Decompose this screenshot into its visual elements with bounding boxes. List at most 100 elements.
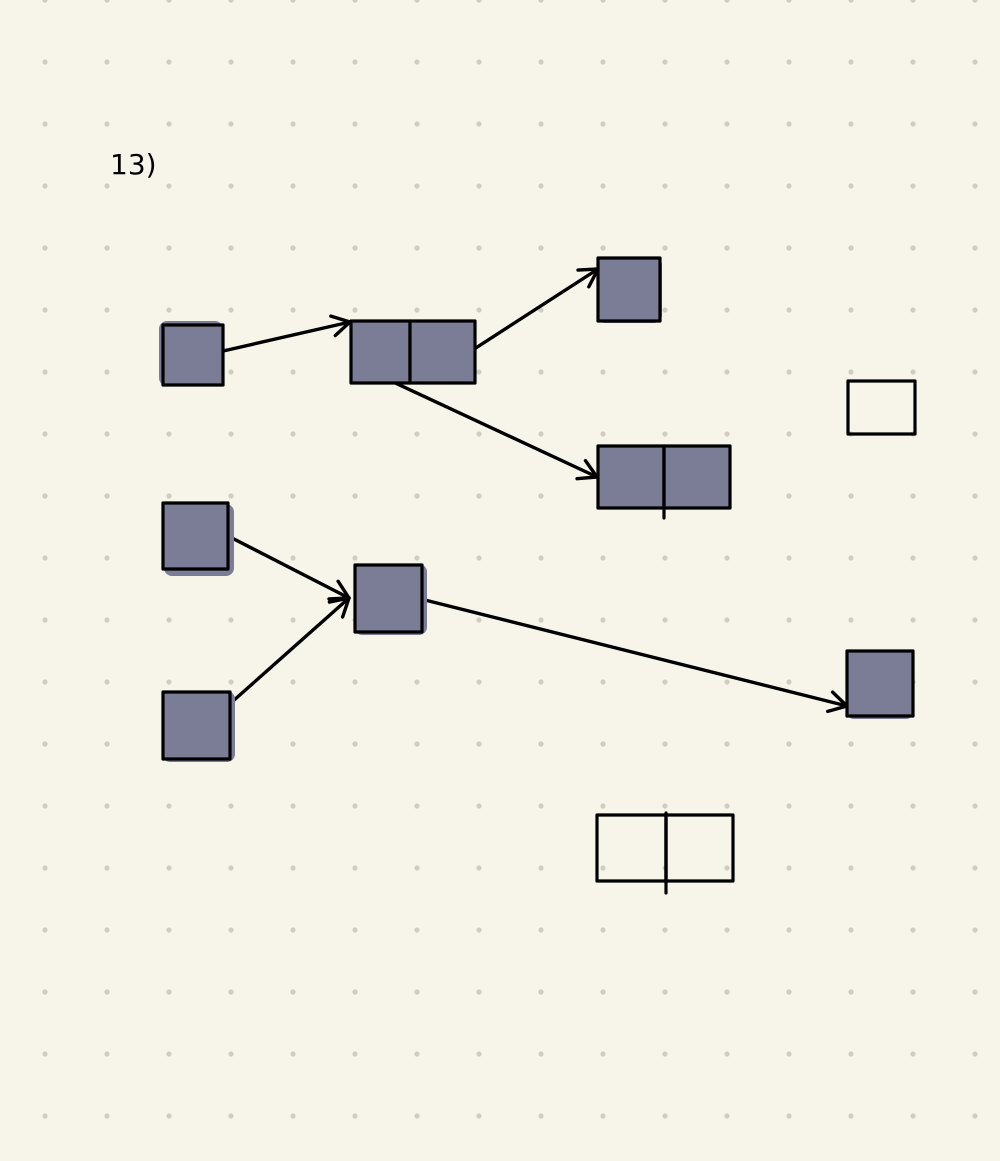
grid-dot <box>600 865 606 871</box>
grid-dot <box>910 803 916 809</box>
grid-dot <box>538 617 544 623</box>
grid-dot <box>290 617 296 623</box>
grid-dot <box>414 679 420 685</box>
grid-dot <box>166 1051 172 1057</box>
grid-dot <box>290 245 296 251</box>
grid-dot <box>228 183 234 189</box>
grid-dot <box>600 1113 606 1119</box>
grid-dot <box>786 121 792 127</box>
grid-dot <box>848 59 854 65</box>
grid-dot <box>414 183 420 189</box>
grid-dot <box>910 245 916 251</box>
grid-dot <box>600 183 606 189</box>
grid-dot <box>662 927 668 933</box>
grid-dot <box>972 493 978 499</box>
grid-dot <box>352 803 358 809</box>
grid-dot <box>42 617 48 623</box>
grid-dot <box>972 1051 978 1057</box>
grid-dot <box>414 555 420 561</box>
grid-dot <box>228 865 234 871</box>
grid-dot <box>104 0 110 3</box>
grid-dot <box>42 369 48 375</box>
grid-dot <box>910 741 916 747</box>
grid-dot <box>662 121 668 127</box>
grid-dot <box>786 555 792 561</box>
grid-dot <box>476 307 482 313</box>
grid-dot <box>352 245 358 251</box>
grid-dot <box>476 59 482 65</box>
grid-dot <box>476 555 482 561</box>
node-n6 <box>161 501 234 576</box>
arrowhead <box>327 596 351 619</box>
grid-dot <box>910 183 916 189</box>
grid-dot <box>662 1113 668 1119</box>
grid-dot <box>166 989 172 995</box>
grid-dot <box>228 493 234 499</box>
grid-dot <box>848 555 854 561</box>
grid-dot <box>538 245 544 251</box>
grid-dot <box>352 431 358 437</box>
grid-dot <box>848 493 854 499</box>
grid-dot <box>848 183 854 189</box>
grid-dot <box>786 245 792 251</box>
problem-label: 13) <box>110 148 157 181</box>
grid-dot <box>476 679 482 685</box>
grid-dot <box>662 183 668 189</box>
grid-dot <box>538 741 544 747</box>
grid-dot <box>104 493 110 499</box>
grid-dot <box>352 493 358 499</box>
nodes-layer <box>159 256 917 895</box>
grid-dot <box>228 0 234 3</box>
grid-dot <box>476 0 482 3</box>
grid-dot <box>786 59 792 65</box>
grid-dot <box>972 927 978 933</box>
grid-dot <box>476 1051 482 1057</box>
grid-dot <box>662 555 668 561</box>
grid-dot <box>786 183 792 189</box>
grid-dot <box>662 803 668 809</box>
grid-dot <box>972 617 978 623</box>
grid-dot <box>228 121 234 127</box>
grid-dot <box>476 989 482 995</box>
grid-dot <box>600 617 606 623</box>
grid-dot <box>724 431 730 437</box>
grid-dot <box>42 679 48 685</box>
node-cell <box>595 813 668 883</box>
grid-dot <box>352 183 358 189</box>
grid-dot <box>290 927 296 933</box>
grid-dot <box>786 1051 792 1057</box>
grid-dot <box>166 927 172 933</box>
grid-dot <box>42 431 48 437</box>
grid-dot <box>228 245 234 251</box>
grid-dot <box>166 431 172 437</box>
grid-dot <box>600 989 606 995</box>
grid-dot <box>600 369 606 375</box>
grid-dot <box>972 369 978 375</box>
grid-dot <box>42 803 48 809</box>
grid-dot <box>42 865 48 871</box>
grid-dot <box>104 803 110 809</box>
grid-dot <box>104 431 110 437</box>
grid-dot <box>166 245 172 251</box>
grid-dot <box>538 555 544 561</box>
node-cell <box>662 444 732 510</box>
grid-dot <box>42 555 48 561</box>
grid-dot <box>414 493 420 499</box>
grid-dot <box>228 59 234 65</box>
node-n1 <box>159 321 225 387</box>
grid-dot <box>538 679 544 685</box>
grid-dot <box>600 431 606 437</box>
grid-dot <box>290 307 296 313</box>
grid-dot <box>600 803 606 809</box>
grid-dot <box>352 59 358 65</box>
grid-dot <box>228 927 234 933</box>
grid-dot <box>848 1051 854 1057</box>
grid-dot <box>42 59 48 65</box>
node-cell <box>664 813 735 883</box>
grid-dot <box>848 245 854 251</box>
grid-dot <box>910 121 916 127</box>
grid-dot <box>724 0 730 3</box>
grid-dot <box>42 989 48 995</box>
node-cell <box>161 323 225 387</box>
